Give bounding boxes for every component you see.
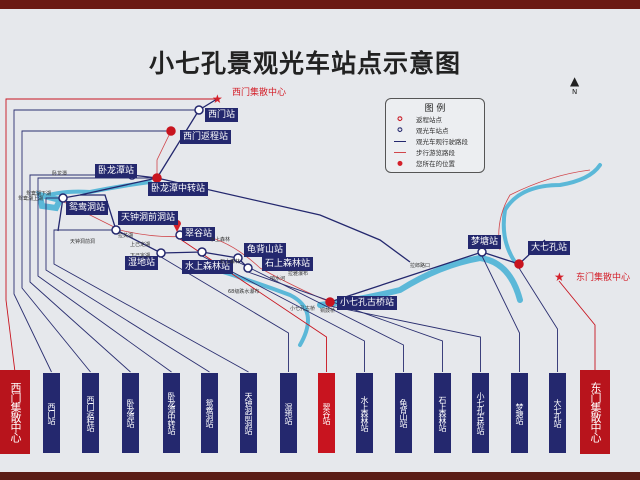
station-label: 梦塘站 [468, 235, 502, 249]
map-place-label: 拉郎路口 [410, 263, 431, 269]
tag-connector-line [481, 255, 520, 372]
map-place-label: 卧龙潭 [52, 171, 68, 177]
station-label: 鸳鸯洞站 [66, 201, 109, 215]
tag-connector-line [53, 229, 249, 373]
station-label: 石上森林站 [262, 257, 314, 271]
map-place-label: 68级跌水瀑布 [228, 289, 260, 295]
station-label: 天钟洞前洞站 [118, 211, 179, 225]
station-connectors [5, 98, 596, 373]
east-hub-label: 东门集散中心 [576, 273, 631, 283]
station-tag: 大七孔站 [549, 373, 566, 453]
station-tag: 梦塘站 [511, 373, 528, 453]
station-tag: 小七孔古桥站 [472, 373, 489, 453]
station-tag: 西门站 [43, 373, 60, 453]
map-place-label: 鸳鸯湖下湖 [26, 191, 52, 197]
north-arrow: ▲N [570, 74, 580, 96]
station-label: 龟背山站 [244, 243, 287, 257]
page-title: 小七孔景观光车站点示意图 [148, 49, 461, 78]
red-star-icon: ✪ [397, 115, 403, 123]
navy-line-icon [392, 137, 408, 145]
station-marker [477, 247, 487, 257]
station-tag: 卧龙潭站 [122, 373, 139, 453]
map-place-label: 上己定湖 [130, 242, 151, 248]
station-label: 卧龙潭站 [95, 164, 138, 178]
station-tag: 龟背山站 [395, 373, 412, 453]
legend-return-station: ✪返程站点 [392, 114, 442, 124]
legend-walk-route: 步行游览路段 [392, 147, 455, 157]
tag-connector-line [558, 280, 596, 372]
sign-frame-top [0, 0, 640, 9]
map-place-label: 水上森林 [210, 237, 231, 243]
station-marker [243, 263, 253, 273]
legend-title: 图 例 [424, 104, 446, 114]
map-place-label: 响水河 [270, 276, 286, 282]
station-label: 翠谷站 [182, 227, 216, 241]
legend-you-are-here: ●您所在的位置 [392, 158, 455, 168]
legend: 图 例 ✪返程站点 ✪观光车站点 观光车观行驶路段 步行游览路段 ●您所在的位置 [385, 98, 485, 173]
tag-connector-line [247, 271, 443, 372]
map-place-label: 拉雅瀑布 [288, 271, 309, 277]
hub-star-icon: ★ [212, 92, 223, 106]
station-marker [194, 105, 204, 115]
return-station-marker [514, 259, 524, 269]
tag-connector-line [160, 256, 289, 372]
blue-star-icon: ✪ [397, 126, 403, 134]
legend-bus-station: ✪观光车站点 [392, 125, 448, 135]
hub-tag: 东门集散中心 [580, 370, 610, 454]
return-station-marker [325, 297, 335, 307]
return-station-marker [152, 173, 162, 183]
tag-connector-line [237, 261, 404, 372]
tag-connector-line [13, 109, 199, 373]
location-pin-icon: ● [397, 159, 403, 167]
tag-connector-line [201, 255, 365, 372]
station-label: 湿地站 [125, 256, 159, 270]
map-place-label: 拉关湖 [118, 233, 134, 239]
station-tag: 湿地站 [280, 373, 297, 453]
station-tag: 鸳鸯洞站 [201, 373, 218, 453]
tag-connector-line [329, 305, 481, 372]
map-place-label: 天钟洞前洞 [70, 239, 96, 245]
station-tag: 天钟洞前洞站 [240, 373, 257, 453]
tag-connector-line [21, 130, 171, 373]
station-marker [156, 248, 166, 258]
tag-connector-line [45, 197, 210, 373]
tag-connector-line [29, 174, 132, 373]
tag-connector-line [518, 267, 558, 372]
station-label: 西门站 [205, 108, 239, 122]
west-hub-label: 西门集散中心 [232, 88, 287, 98]
station-label: 水上森林站 [182, 260, 234, 274]
station-marker [111, 225, 121, 235]
station-tag: 翠谷站 [318, 373, 335, 453]
map-place-label: 下己定湖 [130, 253, 151, 259]
red-line-icon [392, 148, 408, 156]
sign-frame-bottom [0, 472, 640, 480]
tag-connector-line [5, 98, 217, 373]
station-tag: 西门返程站 [82, 373, 99, 453]
map-place-label: 铜鼓桥 [320, 308, 336, 314]
map-place-label: 小七孔古桥 [290, 306, 316, 312]
station-tag: 卧龙潭中转站 [163, 373, 180, 453]
station-label: 卧龙潭中转站 [148, 182, 209, 196]
station-label: 小七孔古桥站 [337, 296, 398, 310]
station-tag: 石上森林站 [434, 373, 451, 453]
station-marker [197, 247, 207, 257]
station-marker [233, 253, 243, 263]
station-marker [58, 193, 68, 203]
station-tag: 水上森林站 [356, 373, 373, 453]
station-label: 西门返程站 [180, 130, 232, 144]
hub-tag: 西门集散中心 [0, 370, 30, 454]
hub-star-icon: ★ [554, 270, 565, 284]
map-place-label: 鸳鸯湖上湖 [18, 196, 44, 202]
station-label: 大七孔站 [528, 241, 571, 255]
return-station-marker [166, 126, 176, 136]
tag-connector-line [37, 177, 172, 373]
map-place-label: 石上森林 [220, 259, 241, 265]
legend-bus-route: 观光车观行驶路段 [392, 136, 468, 146]
